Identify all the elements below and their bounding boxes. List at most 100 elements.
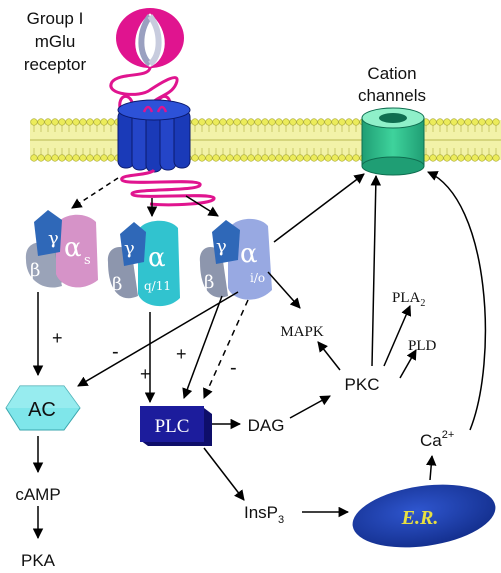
pka-label: PKA [21, 551, 56, 570]
lipid-head [324, 154, 332, 162]
lipid-head [268, 154, 276, 162]
lipid-head [86, 154, 94, 162]
lipid-head [254, 118, 262, 126]
lipid-head [457, 118, 465, 126]
pld-label: PLD [408, 338, 437, 354]
lipid-head [471, 154, 479, 162]
lipid-head [191, 118, 199, 126]
arrow-gi-to-mapk [267, 271, 301, 309]
lipid-head [289, 118, 297, 126]
lipid-head [492, 118, 500, 126]
lipid-head [429, 118, 437, 126]
lipid-head [261, 118, 269, 126]
lipid-head [338, 154, 346, 162]
lipid-head [289, 154, 297, 162]
plc-node: PLC [140, 406, 212, 446]
lipid-head [471, 118, 479, 126]
lipid-head [240, 118, 248, 126]
lipid-head [219, 118, 227, 126]
lipid-head [30, 154, 38, 162]
lipid-head [303, 154, 311, 162]
lipid-head [86, 118, 94, 126]
lipid-head [100, 154, 108, 162]
lipid-head [205, 118, 213, 126]
lipid-head [226, 118, 234, 126]
ac-label: AC [28, 399, 56, 421]
lipid-head [247, 154, 255, 162]
lipid-head [310, 118, 318, 126]
arrow-plc-to-insp3 [203, 447, 245, 501]
mglu-receptor [109, 8, 216, 207]
lipid-head [65, 154, 73, 162]
pathway-arrows [32, 171, 487, 540]
ca-label: Ca2+ [420, 429, 454, 450]
svg-text:γ: γ [216, 236, 227, 257]
lipid-head [44, 118, 52, 126]
svg-text:γ: γ [48, 228, 59, 249]
svg-text:s: s [84, 253, 91, 268]
camp-label: cAMP [15, 485, 60, 504]
lipid-head [464, 118, 472, 126]
lipid-head [464, 154, 472, 162]
lipid-head [254, 154, 262, 162]
lipid-head [457, 154, 465, 162]
sign-gq-plc: + [140, 364, 151, 384]
lipid-head [275, 118, 283, 126]
arrow-dag-to-pkc [289, 395, 331, 419]
lipid-head [352, 154, 360, 162]
lipid-head [443, 118, 451, 126]
arrow-gi-to-ac [77, 291, 239, 387]
lipid-head [30, 118, 38, 126]
lipid-head [212, 118, 220, 126]
er-node: E.R. [352, 484, 496, 548]
gi-gamma-subunit [212, 220, 240, 264]
lipid-head [261, 154, 269, 162]
dag-label: DAG [248, 416, 285, 435]
svg-text:q/11: q/11 [144, 279, 171, 293]
lipid-head [198, 154, 206, 162]
lipid-head [331, 154, 339, 162]
lipid-head [44, 154, 52, 162]
lipid-head [233, 118, 241, 126]
arrow-pkc-to-pld [399, 349, 417, 379]
lipid-head [450, 118, 458, 126]
lipid-head [331, 118, 339, 126]
arrow-gi-to-plc [182, 295, 223, 399]
lipid-head [205, 154, 213, 162]
lipid-head [296, 118, 304, 126]
intracellular-tail [120, 168, 216, 207]
lipid-head [303, 118, 311, 126]
sign-gi-plc-plus: + [176, 344, 187, 364]
pkc-label: PKC [345, 375, 380, 394]
lipid-head [492, 154, 500, 162]
lipid-head [345, 154, 353, 162]
sign-gs-ac: + [52, 328, 63, 348]
svg-text:α: α [64, 233, 82, 263]
lipid-head [93, 154, 101, 162]
lipid-head [310, 154, 318, 162]
gs-gamma-subunit [34, 210, 62, 256]
lipid-head [191, 154, 199, 162]
gs-protein: γ β α s [25, 210, 98, 288]
lipid-head [72, 118, 80, 126]
lipid-head [37, 118, 45, 126]
receptor-label-line1: Group I [27, 9, 84, 28]
transmembrane-domain [117, 99, 191, 173]
lipid-head [485, 154, 493, 162]
lipid-head [79, 154, 87, 162]
arrow-er-to-ca [425, 454, 437, 481]
lipid-head [275, 154, 283, 162]
lipid-head [282, 118, 290, 126]
channel-label-line2: channels [358, 86, 426, 105]
lipid-head [226, 154, 234, 162]
lipid-head [443, 154, 451, 162]
arrow-receptor-to-gi [185, 195, 219, 217]
gq-protein: γ β α q/11 [107, 220, 180, 307]
lipid-head [51, 118, 59, 126]
arrow-pkc-to-pla2 [383, 305, 412, 367]
lipid-head [100, 118, 108, 126]
arrow-pkc-to-channel [370, 174, 382, 367]
lipid-head [338, 118, 346, 126]
lipid-head [268, 118, 276, 126]
